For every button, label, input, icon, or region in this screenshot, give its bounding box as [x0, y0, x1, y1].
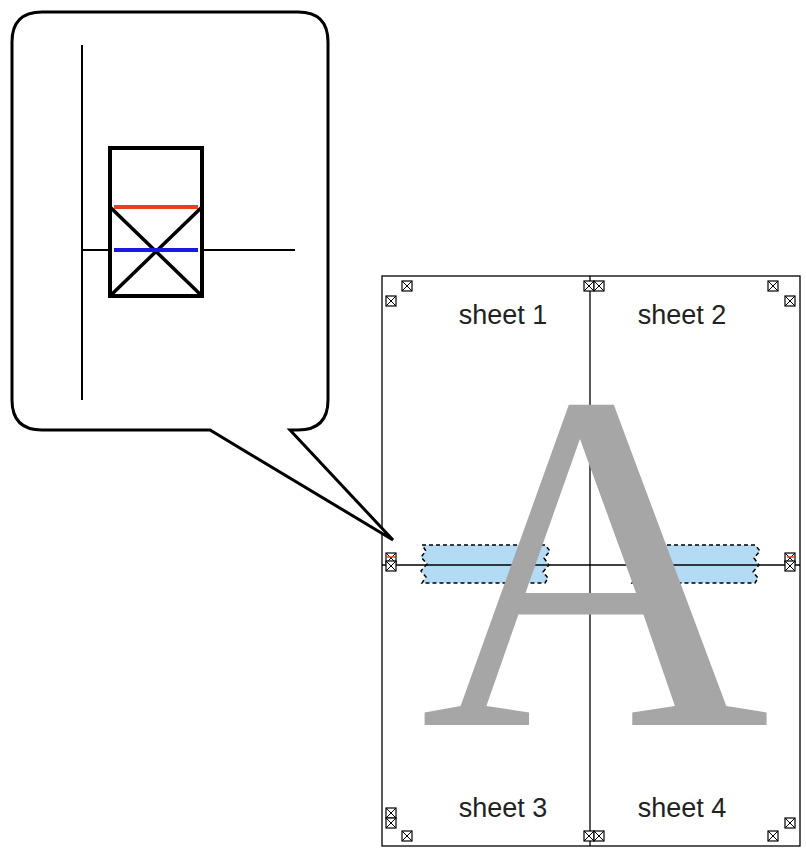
registration-mark: [386, 281, 795, 841]
registration-mark-enlarged: [110, 148, 202, 296]
watermark-letter: A: [420, 319, 770, 804]
sheet-label: sheet 4: [638, 792, 727, 824]
sheet-label: sheet 3: [459, 792, 548, 824]
sheet-label: sheet 1: [459, 299, 548, 331]
sheet-label: sheet 2: [638, 299, 727, 331]
callout-bubble: [12, 12, 393, 540]
sheet-frame: [382, 276, 800, 846]
guide-line: [81, 45, 83, 400]
